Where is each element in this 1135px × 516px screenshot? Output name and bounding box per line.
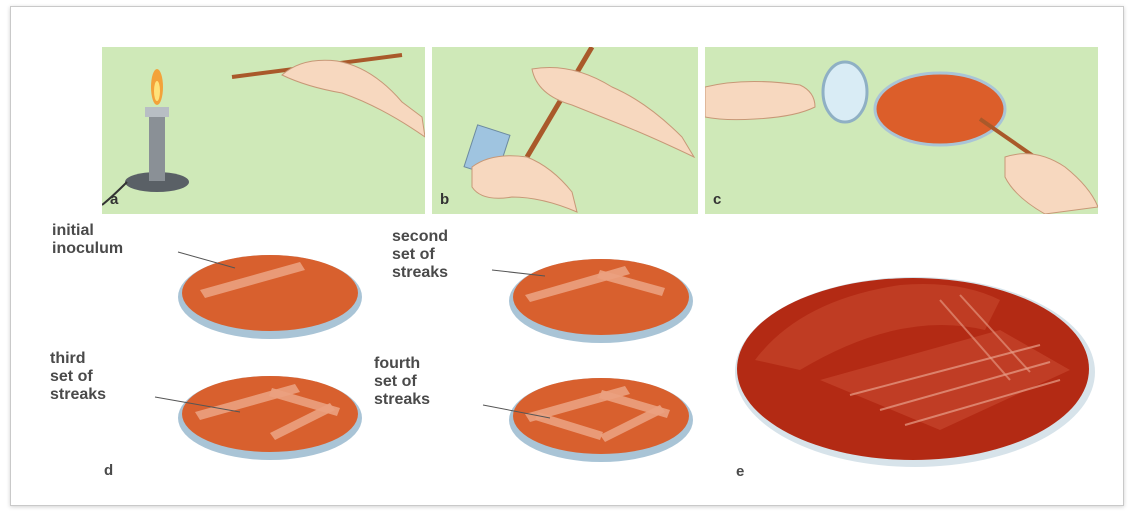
- label-third-set: third set of streaks: [50, 350, 106, 404]
- label-second-set: second set of streaks: [392, 228, 448, 282]
- label-initial-inoculum: initial inoculum: [52, 222, 123, 258]
- label-d: d: [104, 462, 113, 480]
- dish-third-streaks: [178, 376, 362, 460]
- streaked-plate-photo: [735, 277, 1095, 467]
- dish-second-streaks: [509, 259, 693, 343]
- label-e: e: [736, 463, 744, 481]
- dish-initial-inoculum: [178, 255, 362, 339]
- label-fourth-set: fourth set of streaks: [374, 355, 430, 409]
- dish-fourth-streaks: [509, 378, 693, 462]
